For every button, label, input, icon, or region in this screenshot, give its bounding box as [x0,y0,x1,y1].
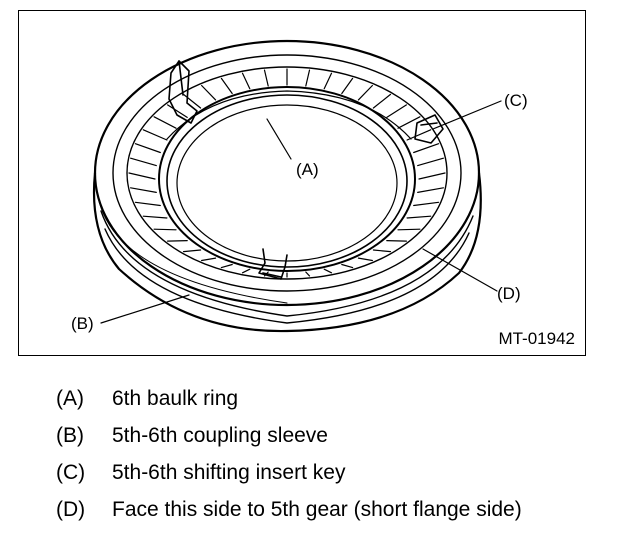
spline-tooth [323,268,333,274]
coupling-sleeve-splines [128,68,446,278]
spline-tooth [357,257,373,262]
spline-tooth [418,172,446,180]
spline-tooth [241,72,251,90]
spline-tooth [142,129,168,141]
spline-tooth [413,143,440,154]
spline-tooth [153,228,177,231]
spline-tooth [406,215,432,219]
spline-tooth [220,77,233,95]
spline-tooth [142,215,168,219]
callout-b: (B) [71,314,94,333]
spline-tooth [134,201,161,207]
spline-tooth [241,268,251,274]
spline-tooth [263,69,269,87]
spline-tooth [134,143,161,154]
legend-text: 5th-6th coupling sleeve [112,424,328,447]
callout-c: (C) [504,91,528,110]
leader-lines [100,100,502,324]
figure-frame: (A) (B) (C) (D) MT-01942 [18,10,586,356]
spline-tooth [220,263,233,269]
spline-tooth [397,116,421,129]
spline-tooth [341,263,354,269]
leader-line-c [432,100,502,130]
leader-line-b [100,294,190,324]
spline-tooth [372,249,392,253]
leader-line-d [422,248,498,292]
spline-tooth [201,84,217,101]
spline-tooth [130,157,157,167]
spline-tooth [153,116,177,129]
coupling-sleeve-illustration [92,39,502,333]
spline-tooth [305,271,311,277]
spline-tooth [201,257,217,262]
spline-tooth [167,240,188,242]
spline-tooth [386,240,407,242]
callout-a: (A) [296,160,319,179]
spline-tooth [182,93,202,109]
spline-tooth [413,201,440,207]
legend-key: (D) [56,498,86,521]
spline-tooth [372,93,392,109]
spline-tooth [305,69,311,87]
leader-line-a [266,118,292,160]
spline-tooth [397,228,421,231]
spline-tooth [417,157,444,167]
legend-key: (B) [56,424,84,447]
legend-key: (A) [56,387,84,410]
legend-text: 6th baulk ring [112,387,239,410]
spline-tooth [357,84,373,101]
baulk-ring [158,86,416,272]
spline-tooth [130,187,157,193]
spline-tooth [128,172,156,180]
legend-text: 5th-6th shifting insert key [112,461,346,484]
spline-tooth [341,77,354,95]
figure-id: MT-01942 [498,329,575,348]
shifting-insert-key-right [414,114,444,144]
legend-key: (C) [56,461,86,484]
shifting-insert-key-left [168,60,198,124]
shifting-insert-key-bottom [258,248,288,280]
spline-tooth [417,187,444,193]
callout-d: (D) [497,284,521,303]
spline-tooth [323,72,333,90]
spline-tooth [167,104,188,118]
legend-text: Face this side to 5th gear (short flange… [112,498,522,521]
spline-tooth [386,104,407,118]
coupling-sleeve-outline [92,39,482,333]
spline-tooth [182,249,202,253]
